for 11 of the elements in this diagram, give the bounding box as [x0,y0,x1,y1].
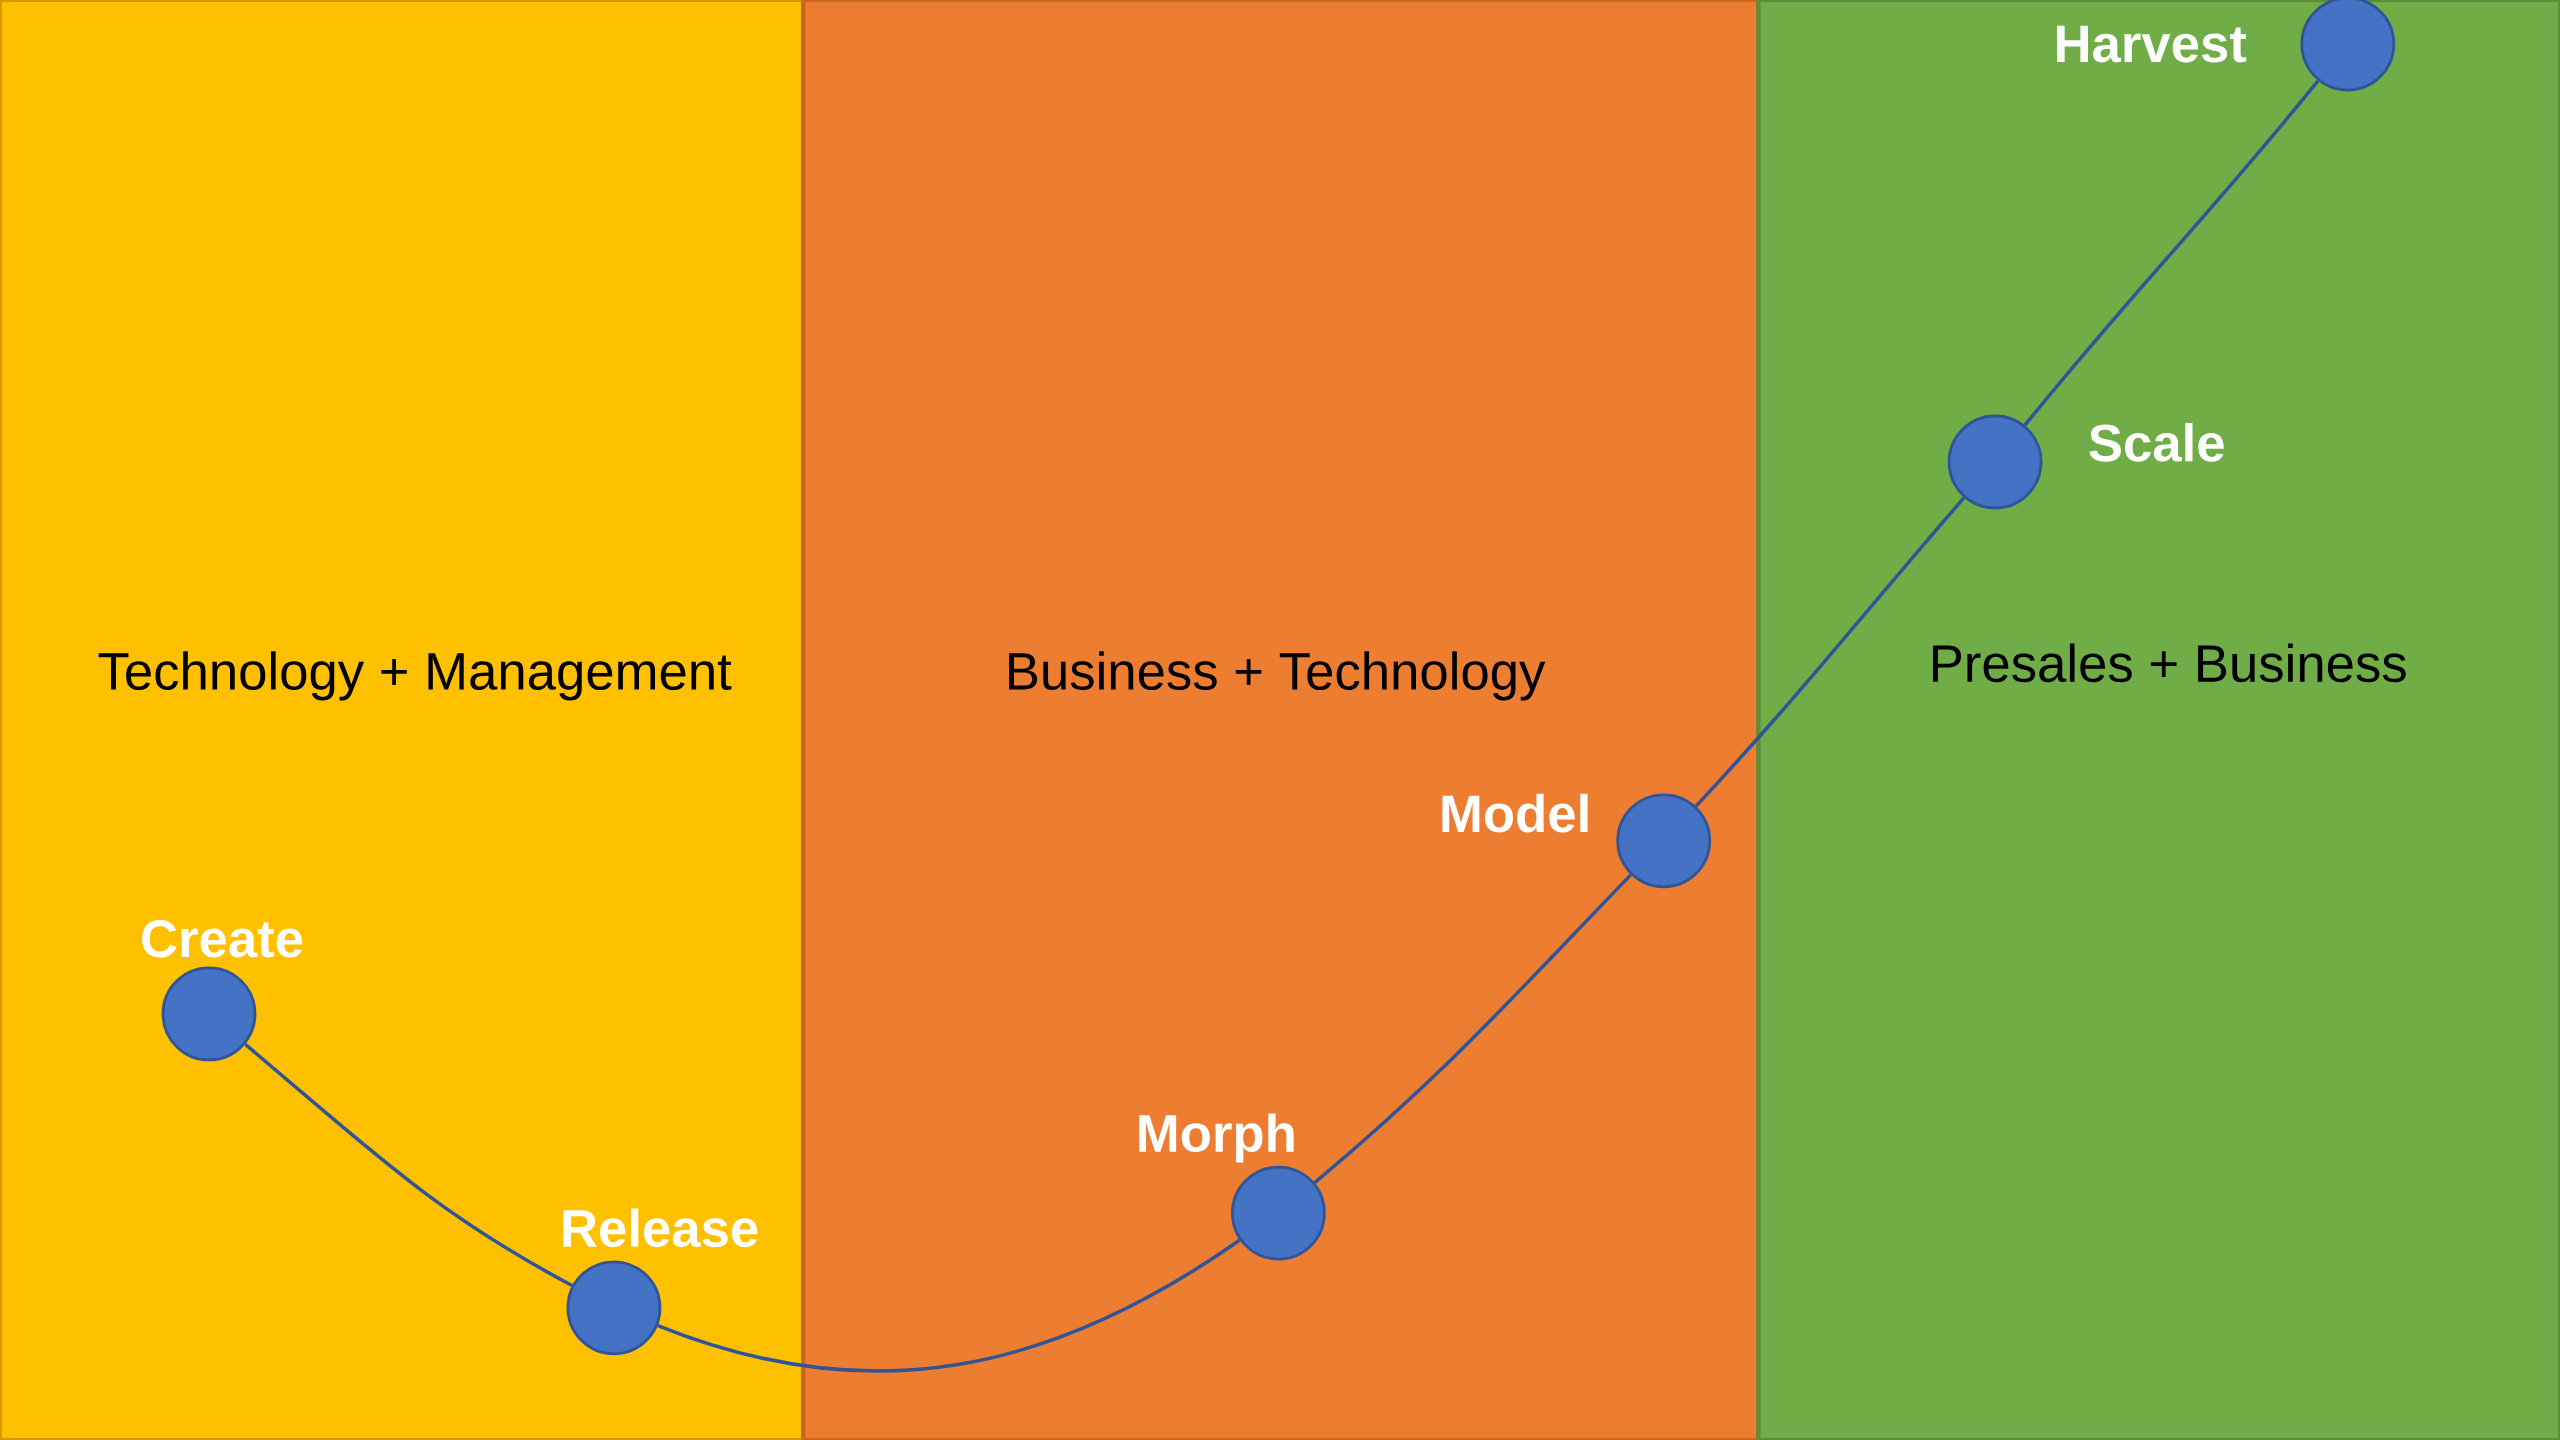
point-label: Harvest [2057,25,2247,63]
point-label: Model [1442,793,1588,833]
curve-line [2023,79,2320,427]
curve-line [244,1043,573,1288]
point-label: Scale [2089,423,2224,462]
curve-line [1694,496,1966,808]
curve-line [657,1238,1241,1373]
point-label: Release [563,1208,758,1248]
point-label: Morph [1139,1113,1294,1163]
point-label: Create [142,920,303,958]
curve-line [1313,873,1633,1184]
